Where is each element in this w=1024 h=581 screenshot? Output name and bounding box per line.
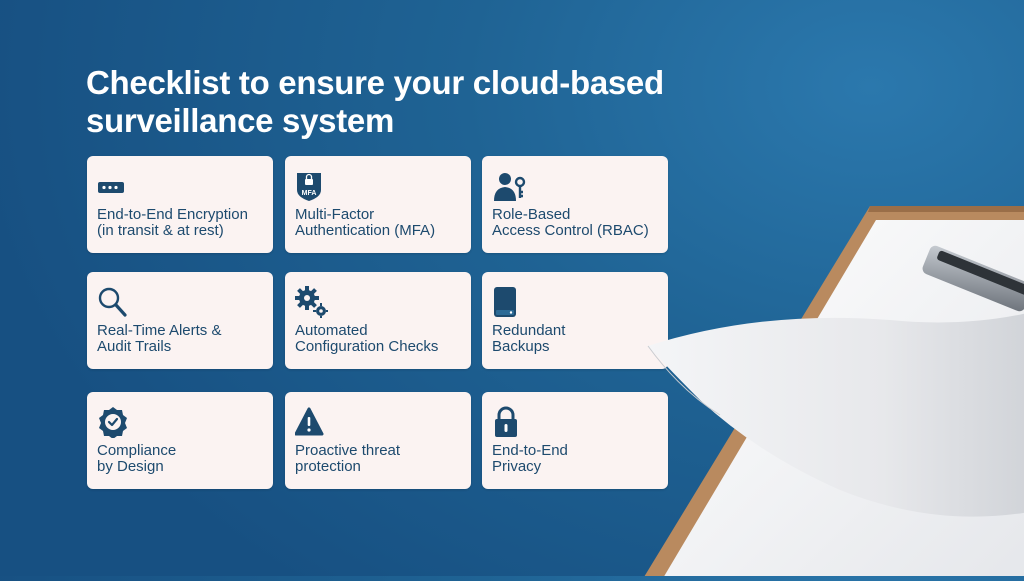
card-backups: Redundant Backups — [482, 272, 668, 369]
card-label: Proactive threat protection — [295, 442, 401, 475]
card-label: Automated Configuration Checks — [295, 322, 439, 355]
card-alerts: Real-Time Alerts & Audit Trails — [87, 272, 273, 369]
card-config: Automated Configuration Checks — [285, 272, 471, 369]
card-label: Real-Time Alerts & Audit Trails — [97, 322, 222, 355]
card-encryption: End-to-End Encryption (in transit & at r… — [87, 156, 273, 253]
card-rbac: Role-Based Access Control (RBAC) — [482, 156, 668, 253]
card-label: Compliance by Design — [97, 442, 177, 475]
badge-check-icon — [97, 406, 131, 438]
card-threat: Proactive threat protection — [285, 392, 471, 489]
password-dots-icon — [97, 170, 131, 202]
mfa-shield-icon: MFA — [295, 170, 329, 202]
mfa-text: MFA — [302, 190, 317, 197]
card-label: End-to-End Privacy — [492, 442, 568, 475]
user-key-icon — [492, 170, 526, 202]
warning-triangle-icon — [295, 406, 329, 438]
padlock-icon — [492, 406, 526, 438]
magnifier-icon — [97, 286, 131, 318]
clipboard-illustration — [640, 200, 1024, 581]
hard-drive-icon — [492, 286, 526, 318]
card-label: Multi-Factor Authentication (MFA) — [295, 206, 436, 239]
card-label: End-to-End Encryption (in transit & at r… — [97, 206, 248, 239]
card-label: Role-Based Access Control (RBAC) — [492, 206, 649, 239]
card-privacy: End-to-End Privacy — [482, 392, 668, 489]
card-mfa: MFA Multi-Factor Authentication (MFA) — [285, 156, 471, 253]
page-title: Checklist to ensure your cloud-based sur… — [86, 64, 664, 139]
card-compliance: Compliance by Design — [87, 392, 273, 489]
card-label: Redundant Backups — [492, 322, 566, 355]
gears-icon — [295, 286, 329, 318]
